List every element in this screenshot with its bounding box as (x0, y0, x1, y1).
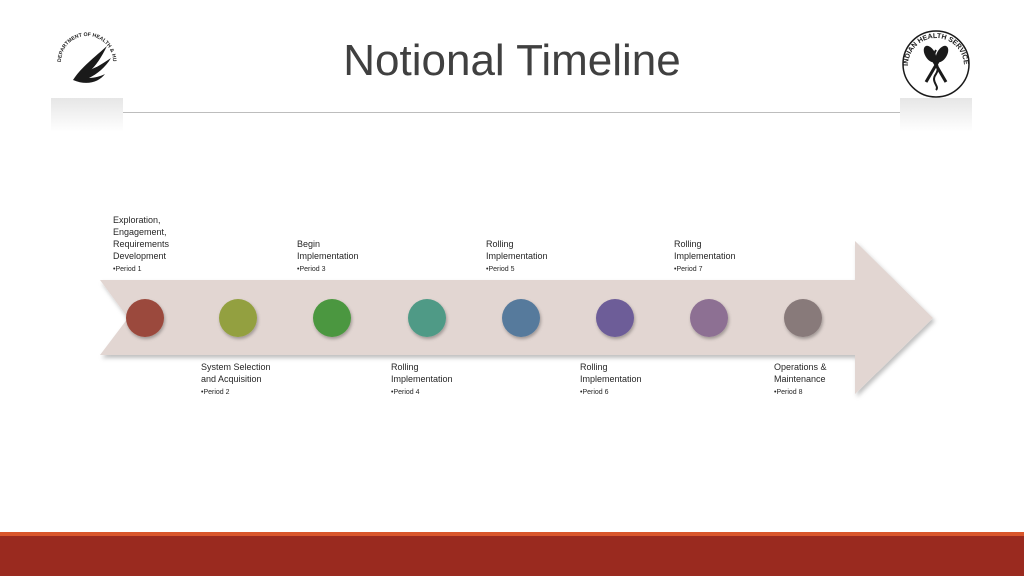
hhs-logo-shadow (51, 98, 123, 132)
ihs-logo-shadow (900, 98, 972, 132)
milestone-dot-8 (784, 299, 822, 337)
milestone-label-6: Rolling Implementation •Period 6 (580, 361, 690, 397)
milestone-title: Rolling Implementation (486, 239, 548, 261)
milestone-title: Rolling Implementation (674, 239, 736, 261)
milestone-title: Exploration, Engagement, Requirements De… (113, 215, 170, 261)
milestone-label-7: Rolling Implementation •Period 7 (674, 238, 784, 274)
milestone-dot-5 (502, 299, 540, 337)
footer-accent-line (0, 532, 1024, 536)
milestone-dot-4 (408, 299, 446, 337)
milestone-label-4: Rolling Implementation •Period 4 (391, 361, 501, 397)
milestone-period: •Period 8 (774, 389, 803, 396)
milestone-label-2: System Selection and Acquisition •Period … (201, 361, 311, 397)
milestone-label-5: Rolling Implementation •Period 5 (486, 238, 596, 274)
milestone-title: Rolling Implementation (391, 362, 453, 384)
milestone-label-3: Begin Implementation •Period 3 (297, 238, 407, 274)
milestone-dot-7 (690, 299, 728, 337)
milestone-title: System Selection and Acquisition (201, 362, 271, 384)
hhs-logo: DEPARTMENT OF HEALTH & HUMAN SERVICES · … (49, 20, 123, 132)
milestone-dot-1 (126, 299, 164, 337)
milestone-dot-2 (219, 299, 257, 337)
milestone-period: •Period 1 (113, 266, 142, 273)
slide-title: Notional Timeline (343, 36, 681, 85)
milestone-period: •Period 5 (486, 266, 515, 273)
indian-health-service-seal-icon: INDIAN HEALTH SERVICE · PHS · 1955 (897, 19, 970, 98)
milestone-label-8: Operations & Maintenance •Period 8 (774, 361, 884, 397)
milestone-period: •Period 3 (297, 266, 326, 273)
title-divider (94, 112, 930, 113)
milestone-period: •Period 2 (201, 389, 230, 396)
milestone-label-1: Exploration, Engagement, Requirements De… (113, 214, 223, 274)
milestone-dot-6 (596, 299, 634, 337)
milestone-period: •Period 6 (580, 389, 609, 396)
hhs-eagle-seal-icon: DEPARTMENT OF HEALTH & HUMAN SERVICES · … (49, 20, 117, 83)
milestone-title: Operations & Maintenance (774, 362, 827, 384)
milestone-period: •Period 7 (674, 266, 703, 273)
ihs-logo: INDIAN HEALTH SERVICE · PHS · 1955 (897, 19, 972, 132)
milestone-period: •Period 4 (391, 389, 420, 396)
milestone-dot-3 (313, 299, 351, 337)
footer-band (0, 536, 1024, 576)
milestone-title: Rolling Implementation (580, 362, 642, 384)
milestone-title: Begin Implementation (297, 239, 359, 261)
